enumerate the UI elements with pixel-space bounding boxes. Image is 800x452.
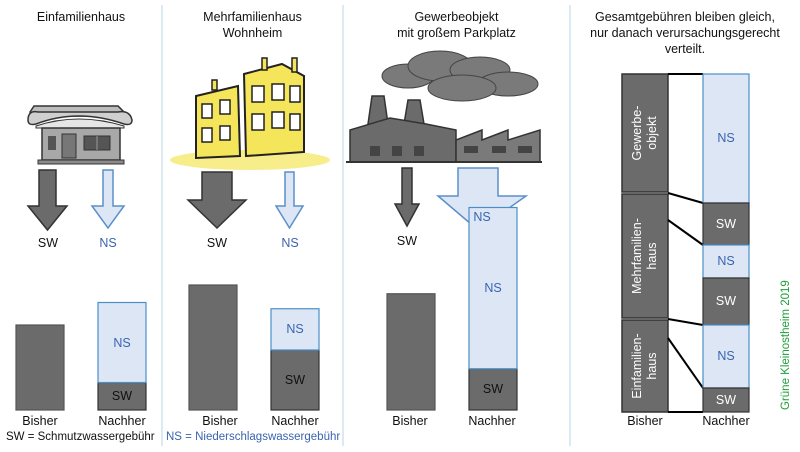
nachher-single-family-ns-segment xyxy=(702,324,750,389)
summary-ns-label: NS xyxy=(717,254,735,268)
bisher-commercial-segment xyxy=(621,73,669,193)
nachher-single-family-sw-segment xyxy=(702,387,750,413)
bar-ns-label: NS xyxy=(113,335,131,350)
single-family-house-icon xyxy=(27,105,133,165)
ns-arrow-label: NS xyxy=(99,236,117,250)
panel-title-commercial: Gewerbeobjekt xyxy=(414,10,499,24)
summary-ns-label: NS xyxy=(717,131,735,145)
legend-sw: SW = Schmutzwassergebühr xyxy=(6,431,155,443)
sw-arrow-icon xyxy=(26,169,69,232)
bar-nachher-sw xyxy=(468,368,518,411)
sw-arrow-label: SW xyxy=(396,234,418,248)
apartment-building-icon xyxy=(170,57,330,170)
summary-sw-label: SW xyxy=(715,217,737,231)
summary-sw-label: SW xyxy=(715,294,737,308)
bar-nachher-sw xyxy=(270,349,320,411)
bar-ns-label: NS xyxy=(286,322,304,337)
panel-subtitle-commercial: mit großem Parkplatz xyxy=(397,26,516,40)
panel-title-multi-family: Mehrfamilienhaus xyxy=(203,10,302,24)
nachher-commercial-sw-segment xyxy=(702,202,750,246)
ns-arrow-icon xyxy=(90,169,126,230)
panel-subtitle-multi-family: Wohnheim xyxy=(222,26,283,40)
ns-arrow-label: NS xyxy=(473,210,491,224)
sw-arrow-icon xyxy=(186,171,248,230)
bar-sw-label: SW xyxy=(482,382,504,397)
bisher-label: Bisher xyxy=(627,414,663,428)
summary-comparison xyxy=(621,73,750,413)
nachher-label: Nachher xyxy=(98,414,146,428)
segment-label-single-family: Einfamilien- haus xyxy=(630,333,659,399)
nachher-multi-family-ns-segment xyxy=(702,244,750,279)
factory-icon xyxy=(346,50,542,163)
sw-arrow-label: SW xyxy=(206,236,228,250)
segment-label-commercial: Gewerbe- objekt xyxy=(630,105,659,161)
bisher-label: Bisher xyxy=(22,414,58,428)
nachher-label: Nachher xyxy=(702,414,750,428)
segment-label-multi-family: Mehrfamilien- haus xyxy=(630,218,659,294)
summary-sw-label: SW xyxy=(715,393,737,407)
bar-sw-label: SW xyxy=(284,373,306,387)
bisher-single-family-segment xyxy=(621,319,669,413)
bar-ns-label: NS xyxy=(484,281,502,296)
bisher-label: Bisher xyxy=(392,414,428,428)
sw-arrow-icon xyxy=(393,167,421,228)
summary-title-line-1: Gesamtgebühren bleiben gleich, xyxy=(595,10,775,24)
summary-ns-label: NS xyxy=(717,349,735,363)
summary-title-line-2: nur danach verursachungsgerecht xyxy=(590,26,780,40)
bisher-label: Bisher xyxy=(202,414,238,428)
credit-text: Grüne Kleinostheim 2019 xyxy=(780,280,792,410)
bar-sw-label: SW xyxy=(111,389,133,404)
bar-bisher xyxy=(15,324,65,411)
bar-nachher-ns xyxy=(468,206,518,370)
bar-charts xyxy=(15,206,518,411)
bar-bisher xyxy=(188,284,238,411)
sw-arrow-label: SW xyxy=(37,236,59,250)
nachher-commercial-ns-segment xyxy=(702,73,750,204)
summary-title-line-3: verteilt. xyxy=(664,42,706,56)
nachher-label: Nachher xyxy=(271,414,319,428)
nachher-label: Nachher xyxy=(468,414,516,428)
ns-arrow-icon xyxy=(274,171,305,230)
bar-nachher-ns xyxy=(97,301,147,384)
bar-nachher-ns xyxy=(270,308,320,351)
legend-ns: NS = Niederschlagswassergebühr xyxy=(166,431,341,443)
panel-title-single-family: Einfamilienhaus xyxy=(36,10,126,24)
bar-bisher xyxy=(386,293,436,411)
bar-nachher-sw xyxy=(97,381,147,411)
ns-arrow-label: NS xyxy=(281,236,299,250)
bisher-multi-family-segment xyxy=(621,193,669,319)
